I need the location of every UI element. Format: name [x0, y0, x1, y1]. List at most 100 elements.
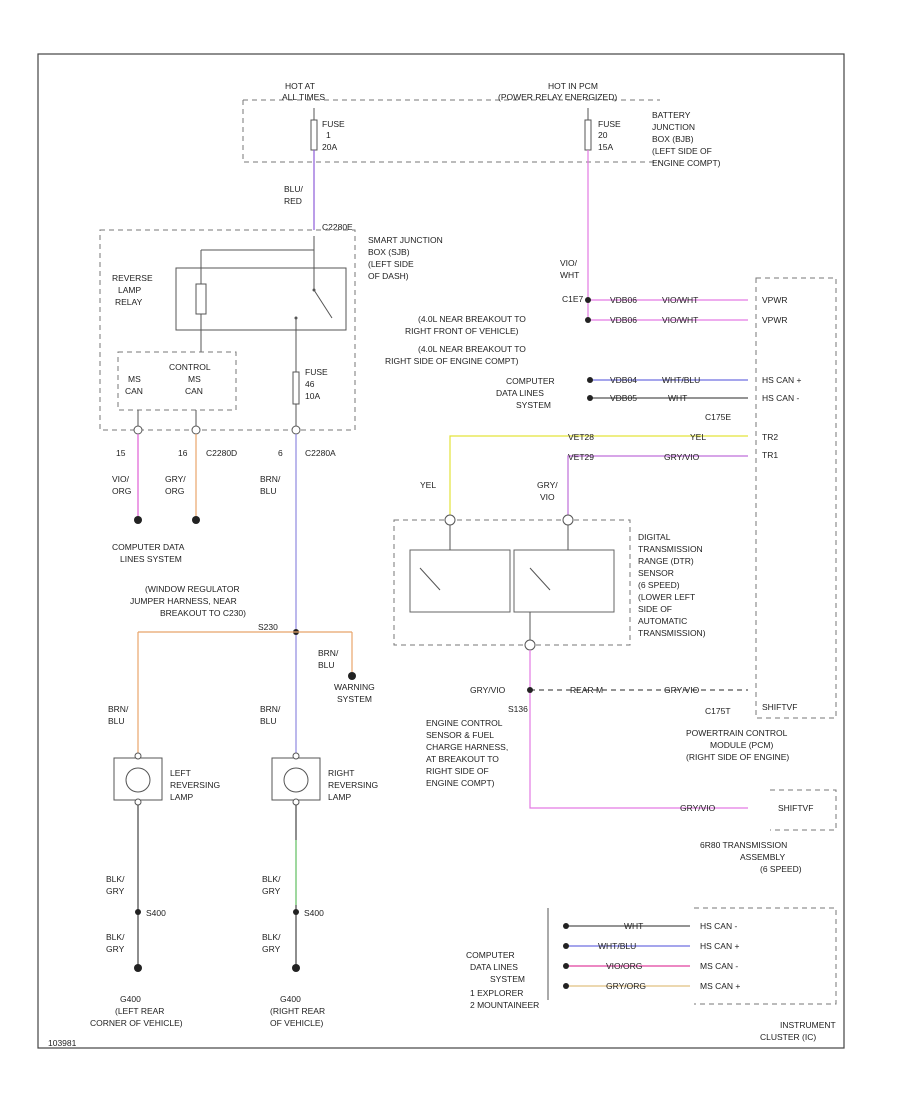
- pcm-pin-hs-can-plus: HS CAN +: [762, 375, 801, 385]
- c2280e-label: C2280E: [322, 222, 353, 232]
- ic-pin-hs-can-plus: HS CAN +: [700, 941, 739, 951]
- svg-text:COMPUTER DATA: COMPUTER DATA: [112, 542, 185, 552]
- wire-gry-org: GRY/ ORG: [165, 434, 200, 524]
- svg-text:ORG: ORG: [165, 486, 184, 496]
- svg-text:CONTROL: CONTROL: [169, 362, 211, 372]
- svg-text:VET28: VET28: [568, 432, 594, 442]
- svg-text:RIGHT SIDE OF ENGINE COMPT): RIGHT SIDE OF ENGINE COMPT): [385, 356, 519, 366]
- svg-text:(RIGHT SIDE OF ENGINE): (RIGHT SIDE OF ENGINE): [686, 752, 789, 762]
- svg-text:S400: S400: [304, 908, 324, 918]
- svg-text:WHT/BLU: WHT/BLU: [662, 375, 700, 385]
- svg-text:RIGHT: RIGHT: [328, 768, 354, 778]
- svg-text:15A: 15A: [598, 142, 613, 152]
- hot-at-label-1: HOT AT: [285, 81, 315, 91]
- model-notes: 1 EXPLORER 2 MOUNTAINEER: [470, 988, 539, 1010]
- reverse-lamp-relay-box: [175, 267, 347, 331]
- svg-text:JUMPER HARNESS, NEAR: JUMPER HARNESS, NEAR: [130, 596, 237, 606]
- svg-text:BRN/: BRN/: [260, 474, 281, 484]
- svg-text:1: 1: [326, 130, 331, 140]
- svg-text:(RIGHT REAR: (RIGHT REAR: [270, 1006, 325, 1016]
- svg-text:20: 20: [598, 130, 608, 140]
- wire-gry-vio-tr1: VET29 GRY/VIO GRY/ VIO: [537, 452, 748, 515]
- fuse-1-symbol: [310, 119, 318, 151]
- svg-text:RED: RED: [284, 196, 302, 206]
- wire-codes-top: VDB06 VIO/WHT VDB06 VIO/WHT VDB04 WHT/BL…: [610, 295, 700, 403]
- svg-text:YEL: YEL: [690, 432, 706, 442]
- svg-text:CHARGE HARNESS,: CHARGE HARNESS,: [426, 742, 508, 752]
- svg-text:SENSOR: SENSOR: [638, 568, 674, 578]
- svg-text:BRN/: BRN/: [108, 704, 129, 714]
- svg-text:AUTOMATIC: AUTOMATIC: [638, 616, 687, 626]
- svg-text:LINES SYSTEM: LINES SYSTEM: [120, 554, 182, 564]
- svg-text:VET29: VET29: [568, 452, 594, 462]
- svg-text:LAMP: LAMP: [118, 285, 141, 295]
- fuse-46-symbol: [292, 371, 300, 405]
- left-reversing-lamp: LEFT REVERSING LAMP: [113, 752, 220, 806]
- svg-text:LEFT: LEFT: [170, 768, 191, 778]
- svg-text:SENSOR & FUEL: SENSOR & FUEL: [426, 730, 494, 740]
- pcm-pin-hs-can-minus: HS CAN -: [762, 393, 799, 403]
- svg-text:GRY/VIO: GRY/VIO: [664, 452, 700, 462]
- svg-text:CLUSTER (IC): CLUSTER (IC): [760, 1032, 816, 1042]
- diagram-frame: [37, 53, 845, 1049]
- svg-text:VIO/: VIO/: [112, 474, 130, 484]
- svg-text:YEL: YEL: [420, 480, 436, 490]
- wire-gry-vio-shift: GRY/VIO REAR M GRY/VIO GRY/VIO S136 ENGI…: [426, 650, 748, 813]
- svg-text:ORG: ORG: [112, 486, 131, 496]
- fuse-46: FUSE 46 10A: [292, 367, 328, 405]
- c2280a-label: C2280A: [305, 448, 336, 458]
- s136-label: S136: [508, 704, 528, 714]
- svg-text:GRY/: GRY/: [537, 480, 558, 490]
- left-reversing-lamp-branch: BRN/ BLU LEFT REVERSING LAMP BLK/ GRY S4…: [90, 632, 220, 1028]
- svg-text:6R80 TRANSMISSION: 6R80 TRANSMISSION: [700, 840, 787, 850]
- svg-text:REAR M: REAR M: [570, 685, 603, 695]
- svg-text:BLU: BLU: [108, 716, 125, 726]
- svg-text:S230: S230: [258, 622, 278, 632]
- svg-text:BLK/: BLK/: [262, 874, 281, 884]
- svg-text:VDB04: VDB04: [610, 375, 637, 385]
- fuse-1: FUSE 1 20A: [310, 119, 345, 152]
- svg-text:RIGHT SIDE OF: RIGHT SIDE OF: [426, 766, 489, 776]
- c1e7-label: C1E7: [562, 294, 584, 304]
- svg-text:COMPUTER: COMPUTER: [506, 376, 555, 386]
- svg-text:MS: MS: [188, 374, 201, 384]
- svg-text:S400: S400: [146, 908, 166, 918]
- right-reversing-lamp: RIGHT REVERSING LAMP: [271, 752, 378, 806]
- ic-pin-ms-can-minus: MS CAN -: [700, 961, 738, 971]
- svg-text:LAMP: LAMP: [328, 792, 351, 802]
- svg-text:WHT: WHT: [624, 921, 643, 931]
- battery-junction-box: HOT AT ALL TIMES HOT IN PCM (POWER RELAY…: [242, 81, 721, 168]
- svg-text:POWERTRAIN CONTROL: POWERTRAIN CONTROL: [686, 728, 788, 738]
- svg-text:GRY: GRY: [262, 944, 281, 954]
- svg-text:(4.0L NEAR BREAKOUT TO: (4.0L NEAR BREAKOUT TO: [418, 314, 526, 324]
- svg-text:TRANSMISSION: TRANSMISSION: [638, 544, 703, 554]
- svg-text:VIO/WHT: VIO/WHT: [662, 315, 698, 325]
- svg-text:SMART JUNCTION: SMART JUNCTION: [368, 235, 443, 245]
- svg-text:(6 SPEED): (6 SPEED): [760, 864, 802, 874]
- smart-junction-box: SMART JUNCTION BOX (SJB) (LEFT SIDE OF D…: [99, 229, 443, 458]
- svg-text:BOX (BJB): BOX (BJB): [652, 134, 694, 144]
- svg-text:VDB06: VDB06: [610, 295, 637, 305]
- svg-text:SIDE OF: SIDE OF: [638, 604, 672, 614]
- svg-text:WHT/BLU: WHT/BLU: [598, 941, 636, 951]
- svg-text:ENGINE CONTROL: ENGINE CONTROL: [426, 718, 503, 728]
- svg-text:BLU/: BLU/: [284, 184, 304, 194]
- svg-text:20A: 20A: [322, 142, 337, 152]
- c2280d-label: C2280D: [206, 448, 237, 458]
- svg-text:SYSTEM: SYSTEM: [516, 400, 551, 410]
- svg-text:BLK/: BLK/: [106, 874, 125, 884]
- svg-text:46: 46: [305, 379, 315, 389]
- pcm-pin-vpwr-2: VPWR: [762, 315, 788, 325]
- svg-text:LAMP: LAMP: [170, 792, 193, 802]
- instrument-cluster-section: COMPUTER DATA LINES SYSTEM WHT WHT/BLU V…: [466, 907, 837, 1042]
- svg-text:VIO: VIO: [540, 492, 555, 502]
- pin-16: 16: [178, 448, 188, 458]
- svg-text:WHT: WHT: [668, 393, 687, 403]
- ic-pin-hs-can-minus: HS CAN -: [700, 921, 737, 931]
- svg-text:RELAY: RELAY: [115, 297, 143, 307]
- svg-text:ENGINE COMPT): ENGINE COMPT): [426, 778, 495, 788]
- computer-data-lines-label-1: COMPUTER DATA LINES SYSTEM: [112, 542, 185, 564]
- svg-text:JUNCTION: JUNCTION: [652, 122, 695, 132]
- right-reversing-lamp-branch: BRN/ BLU RIGHT REVERSING LAMP BLK/ GRY S…: [260, 704, 378, 1028]
